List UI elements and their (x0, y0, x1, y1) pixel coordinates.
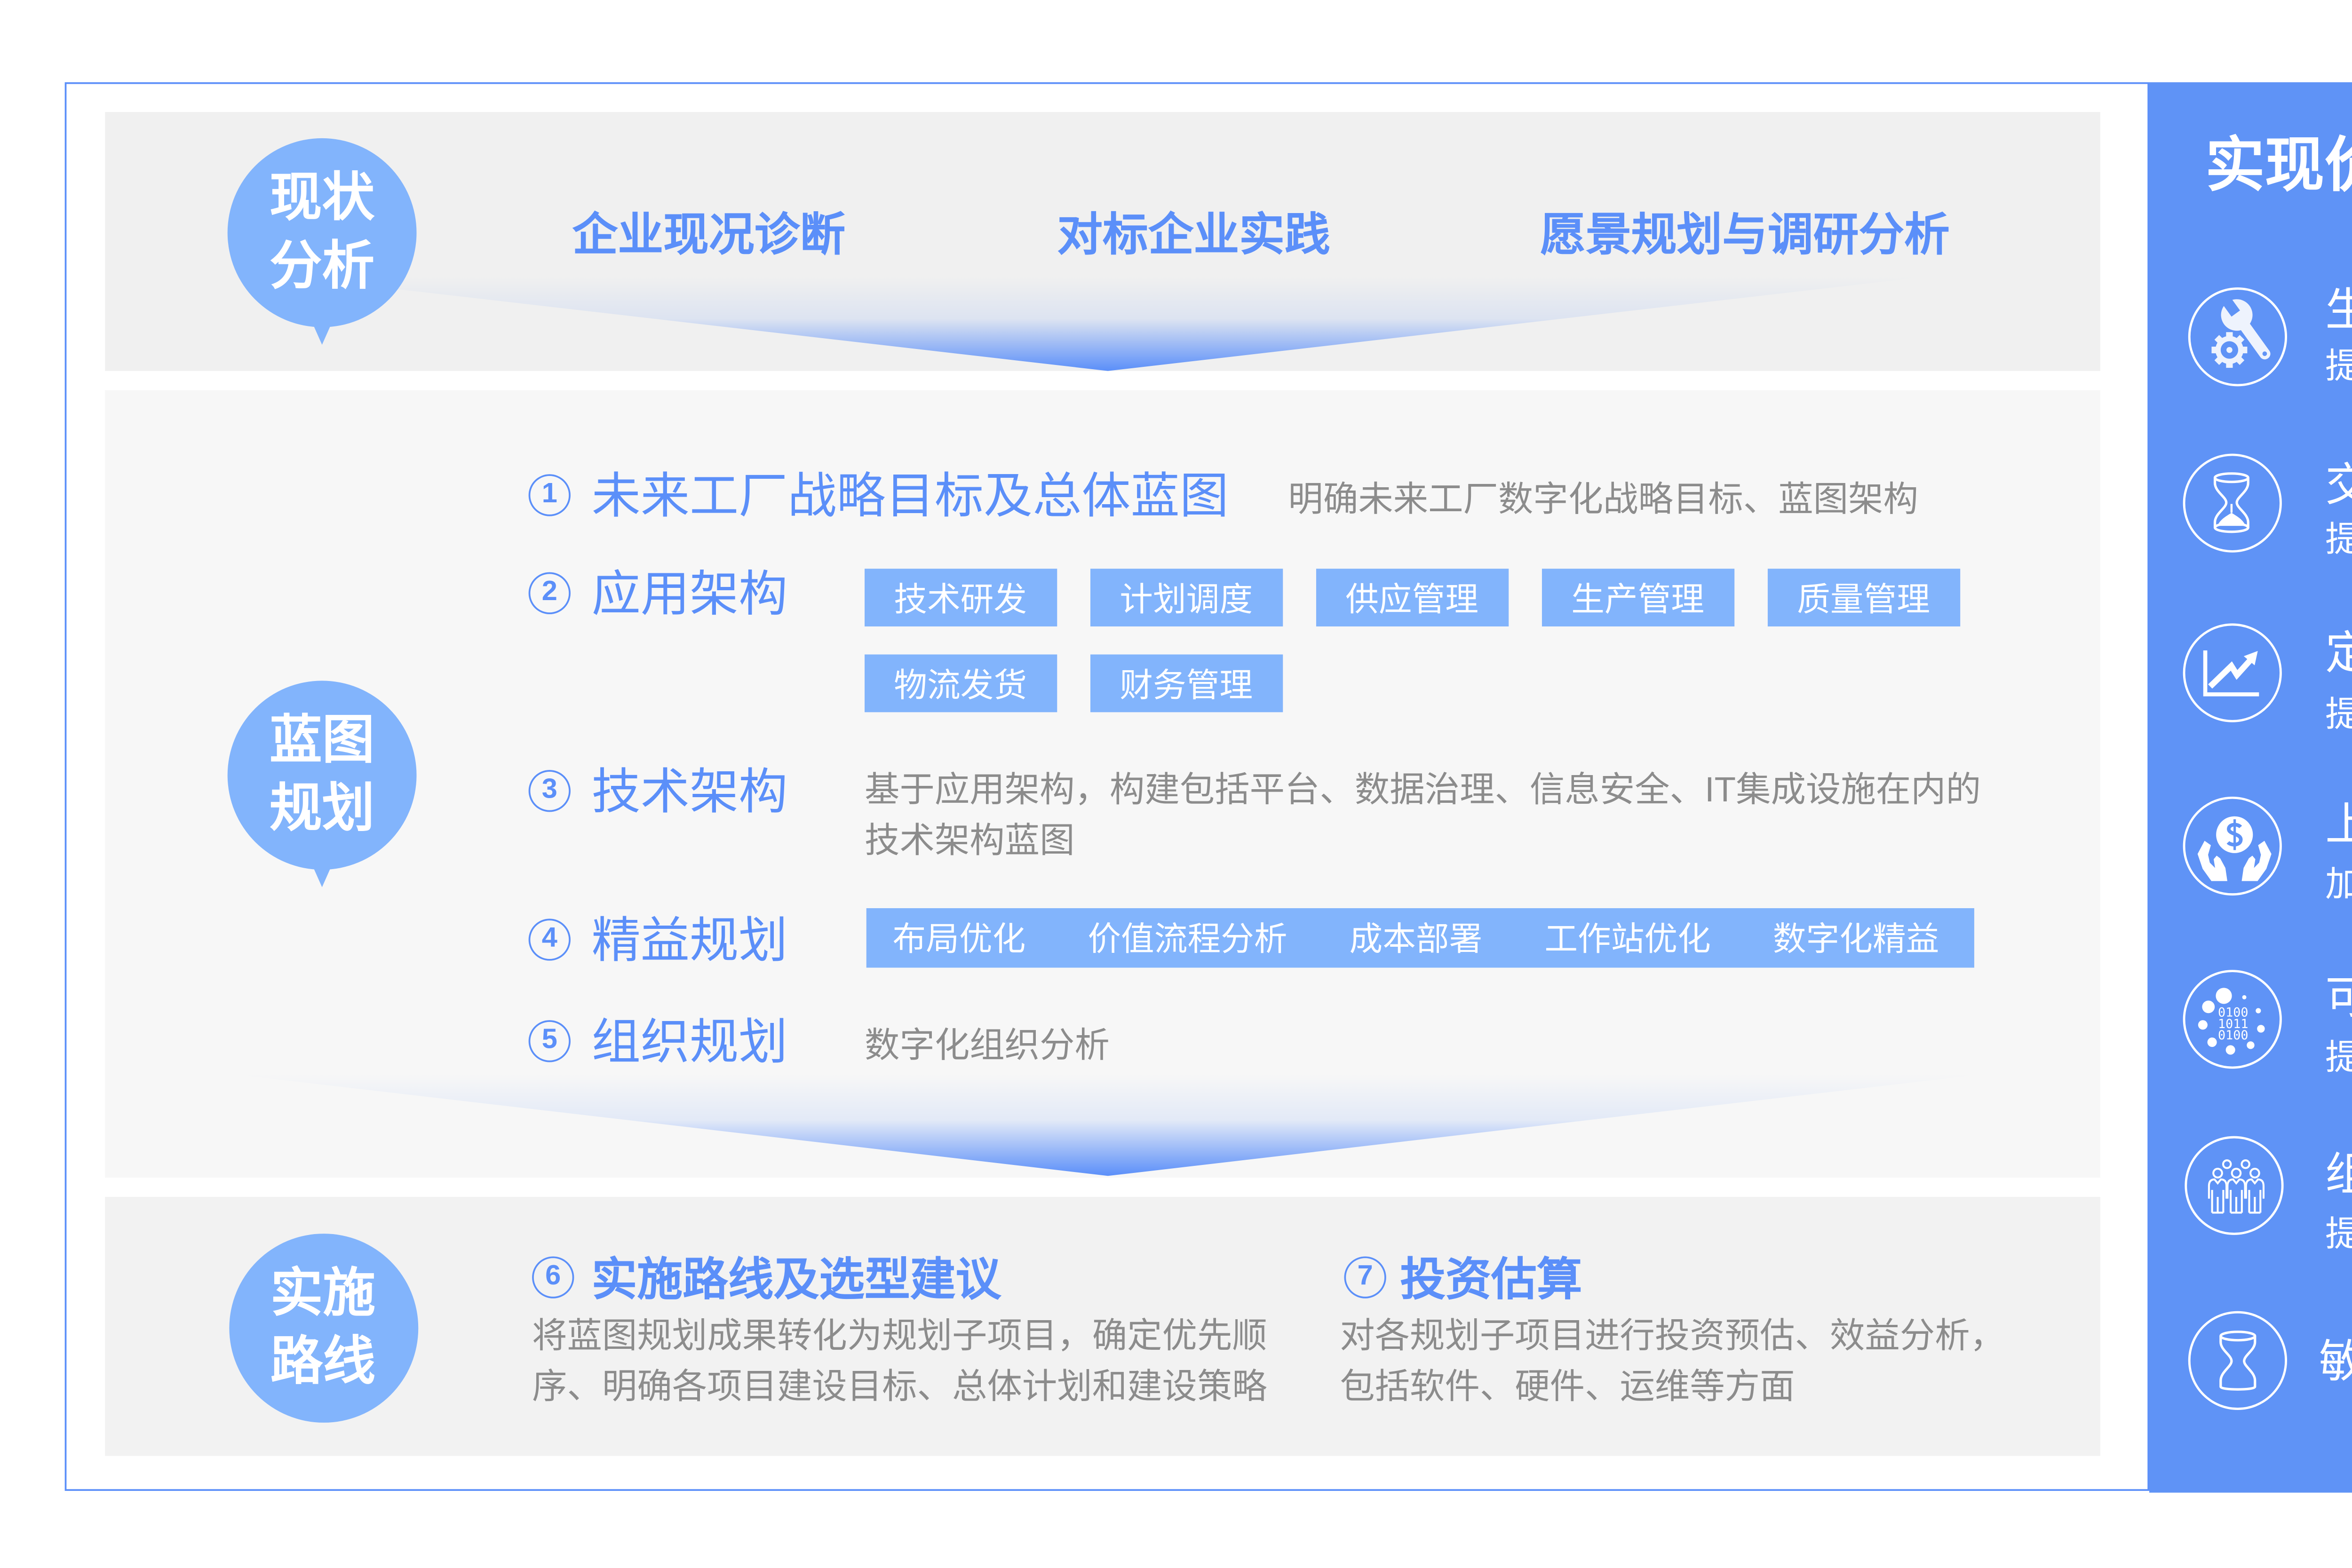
badge-pointer (308, 855, 336, 887)
badge-line: 现状 (269, 169, 375, 228)
hourglass-icon (2182, 454, 2281, 554)
step-title-org-planning: 组织规划 (591, 1015, 788, 1069)
section-blueprint (105, 390, 2100, 1178)
lean-item-value-stream: 价值流程分析 (1088, 922, 1287, 959)
step-desc-technical-architecture: 基于应用架构，构建包括平台、数据治理、信息安全、IT集成设施在内的 (865, 771, 1981, 810)
value-subtitle: 提高 (2325, 520, 2352, 562)
svg-text:0100: 0100 (2217, 1029, 2247, 1044)
step-title-lean-planning: 精益规划 (591, 913, 788, 968)
step-title-technical-architecture: 技术架构 (591, 764, 788, 819)
value-title: 生产效率 (2325, 284, 2352, 336)
badge-roadmap: 实施 路线 (228, 1234, 418, 1423)
lean-item-layout: 布局优化 (892, 922, 1026, 959)
value-subtitle: 提升 (2325, 1214, 2352, 1256)
value-subtitle: 提升 (2325, 695, 2352, 736)
value-title: 上市速度 (2325, 798, 2352, 851)
step-number-badge: 5 (528, 1021, 571, 1063)
step-title-strategy: 未来工厂战略目标及总体蓝图 (591, 469, 1229, 523)
step-desc-investment: 包括软件、硬件、运维等方面 (1340, 1368, 1795, 1407)
step-title-application-architecture: 应用架构 (591, 567, 788, 621)
step-number-badge: 3 (528, 770, 571, 813)
svg-text:1011: 1011 (2217, 1018, 2247, 1032)
step-title-investment: 投资估算 (1400, 1253, 1582, 1306)
badge-blueprint: 蓝图 规划 (227, 681, 417, 887)
badge-current-state: 现状 分析 (227, 138, 417, 345)
value-subtitle: 提升 (2325, 1037, 2352, 1079)
badge-line: 路线 (270, 1333, 376, 1391)
outer-frame (64, 82, 2150, 1491)
people-group-icon (2184, 1137, 2283, 1236)
step-number-badge: 1 (528, 475, 571, 517)
badge-line: 实施 (270, 1265, 376, 1323)
step-number-badge: 6 (532, 1257, 574, 1299)
tag-supply: 供应管理 (1316, 569, 1508, 627)
lean-item-cost: 成本部署 (1349, 922, 1483, 959)
label-vision-research: 愿景规划与调研分析 (1540, 207, 1950, 260)
tag-production: 生产管理 (1542, 569, 1734, 627)
step-title-roadmap: 实施路线及选型建议 (591, 1253, 1001, 1306)
step-desc-investment: 对各规划子项目进行投资预估、效益分析， (1340, 1317, 2005, 1356)
value-subtitle: 加快 (2325, 864, 2352, 906)
svg-text:0100: 0100 (2217, 1006, 2247, 1021)
step-desc-strategy: 明确未来工厂数字化战略目标、蓝图架构 (1288, 481, 1918, 520)
hourglass-outline-icon (2187, 1311, 2287, 1410)
step-desc-roadmap: 序、明确各项目建设目标、总体计划和建设策略 (532, 1368, 1267, 1407)
value-panel: 实现价值 (2148, 81, 2352, 1492)
badge-pointer (308, 313, 336, 345)
badge-line: 蓝图 (269, 712, 375, 770)
badge-line: 规划 (269, 780, 375, 839)
badge-line: 分析 (269, 238, 375, 296)
value-title: 敏捷工作方式 (2319, 1335, 2352, 1388)
step-desc-roadmap: 将蓝图规划成果转化为规划子项目，确定优先顺 (532, 1317, 1267, 1356)
label-benchmark-practice: 对标企业实践 (1057, 207, 1330, 260)
step-number-badge: 7 (1344, 1257, 1386, 1299)
value-title: 组织人才能力 (2325, 1148, 2352, 1201)
label-enterprise-diagnosis: 企业现况诊断 (572, 207, 846, 260)
section-roadmap (105, 1196, 2100, 1456)
tag-rd: 技术研发 (865, 569, 1057, 627)
tag-finance: 财务管理 (1090, 653, 1282, 712)
value-title: 交付敏捷性 (2325, 459, 2352, 511)
step-number-badge: 2 (528, 573, 571, 615)
lean-item-digital-lean: 数字化精益 (1772, 922, 1939, 959)
binary-data-icon: 0100 1011 0100 (2182, 971, 2281, 1070)
step-desc-org-planning: 数字化组织分析 (865, 1027, 1110, 1066)
wrench-gear-icon (2187, 288, 2287, 388)
step-number-badge: 4 (528, 919, 571, 962)
growth-chart-icon (2182, 624, 2281, 723)
value-panel-title: 实现价值 (2205, 133, 2352, 200)
tag-planning: 计划调度 (1090, 569, 1282, 627)
value-title: 可持续发展能力 (2325, 971, 2352, 1024)
lean-planning-bar: 布局优化 价值流程分析 成本部署 工作站优化 数字化精益 (866, 907, 1974, 968)
value-title: 定制化生产能力 (2325, 626, 2352, 679)
tag-quality: 质量管理 (1767, 569, 1960, 627)
tag-logistics: 物流发货 (865, 653, 1057, 712)
value-subtitle: 提升 (2325, 347, 2352, 388)
lean-item-workstation: 工作站优化 (1544, 922, 1711, 959)
hands-dollar-icon (2182, 797, 2281, 896)
step-desc-technical-architecture: 技术架构蓝图 (865, 822, 1075, 861)
